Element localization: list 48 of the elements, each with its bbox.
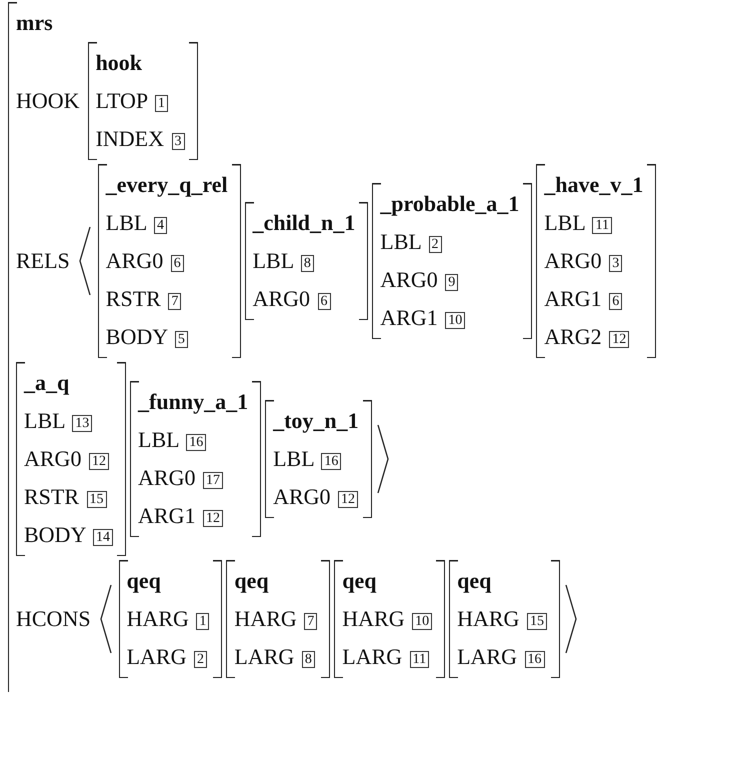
feature-value: ARG0 12 xyxy=(24,440,114,478)
type-name: _every_q_rel xyxy=(106,171,228,199)
feature-value: RSTR 15 xyxy=(24,478,114,516)
feature-value: ARG0 9 xyxy=(380,261,520,299)
feature-value: BODY 14 xyxy=(24,516,114,554)
feature-value: LBL 8 xyxy=(252,242,356,280)
feature-value: LBL 16 xyxy=(138,421,248,459)
feature-value: ARG1 6 xyxy=(544,280,644,318)
type-name: _a_q xyxy=(24,369,70,397)
type-name: qeq xyxy=(126,567,162,595)
type-name: qeq xyxy=(457,567,492,595)
feature-value: LARG 2 xyxy=(126,638,210,676)
feature-label: HCONS xyxy=(16,606,91,632)
feature-value: ARG0 3 xyxy=(544,242,644,280)
feature-value: HARG 10 xyxy=(342,600,432,638)
type-name: _funny_a_1 xyxy=(138,388,248,416)
feature-value: LARG 16 xyxy=(457,638,547,676)
type-name: mrs xyxy=(16,9,54,37)
feature-value: ARG1 12 xyxy=(138,497,248,535)
feature-value: ARG0 17 xyxy=(138,459,248,497)
feature-value: LBL 13 xyxy=(24,402,114,440)
type-name: _have_v_1 xyxy=(544,171,644,199)
feature-value: BODY 5 xyxy=(106,318,228,356)
feature-value: LARG 8 xyxy=(234,638,318,676)
feature-value: ARG2 12 xyxy=(544,318,644,356)
feature-value: HARG 1 xyxy=(126,600,210,638)
feature-value: INDEX 3 xyxy=(96,120,184,158)
feature-value: ARG0 12 xyxy=(273,478,359,516)
feature-value: LTOP 1 xyxy=(96,82,184,120)
feature-value: HARG 7 xyxy=(234,600,318,638)
feature-value: LBL 16 xyxy=(273,440,359,478)
type-name: qeq xyxy=(234,567,270,595)
type-name: _toy_n_1 xyxy=(273,407,359,435)
feature-value: LBL 2 xyxy=(380,223,520,261)
feature-value: LBL 4 xyxy=(106,204,228,242)
type-name: _child_n_1 xyxy=(252,209,356,237)
feature-label: RELS xyxy=(16,248,70,274)
type-name: _probable_a_1 xyxy=(380,190,520,218)
type-name: hook xyxy=(96,49,144,77)
feature-label: HOOK xyxy=(16,88,80,114)
feature-value: HARG 15 xyxy=(457,600,547,638)
type-name: qeq xyxy=(342,567,378,595)
feature-value: RSTR 7 xyxy=(106,280,228,318)
feature-value: ARG1 10 xyxy=(380,299,520,337)
feature-value: ARG0 6 xyxy=(106,242,228,280)
feature-value: LBL 11 xyxy=(544,204,644,242)
feature-value: ARG0 6 xyxy=(252,280,356,318)
feature-value: LARG 11 xyxy=(342,638,432,676)
